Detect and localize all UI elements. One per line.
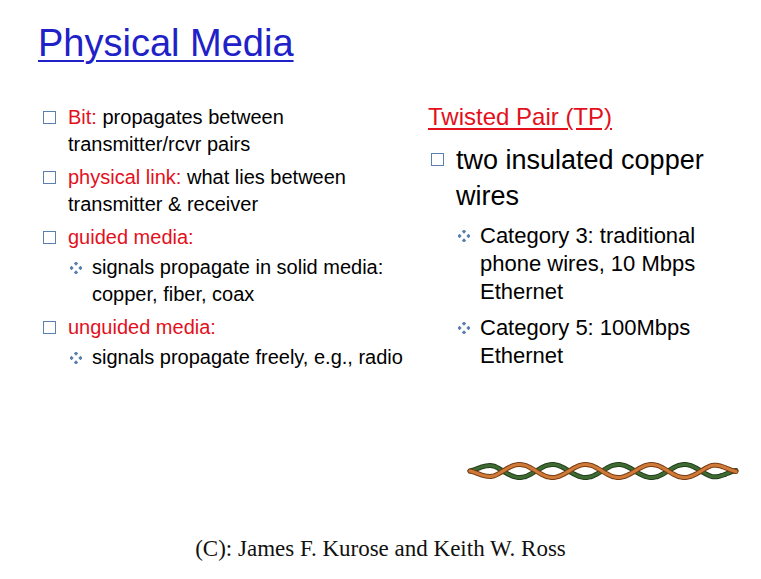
bullet-item: physical link:what lies between transmit… [40, 164, 422, 218]
bullet-text: propagates between transmitter/rcvr pair… [68, 106, 284, 155]
twisted-pair-cable [470, 465, 736, 478]
green-wire-outline [470, 465, 736, 478]
text-column: Bit:propagates between transmitter/rcvr … [40, 104, 422, 371]
diamond-bullet [70, 262, 82, 274]
heading-text: Twisted Pair (TP) [428, 103, 612, 130]
term-text: guided media: [68, 226, 194, 248]
square-bullet [43, 171, 56, 184]
square-bullet [43, 231, 56, 244]
diamond-bullet [458, 230, 470, 242]
bullet-item: guided media: [40, 224, 422, 251]
sub-bullet-item: Category 5: 100Mbps Ethernet [428, 314, 753, 370]
bullet-text: signals propagate freely, e.g., radio [92, 346, 403, 368]
copyright-caption: (C): James F. Kurose and Keith W. Ross [0, 536, 761, 562]
term-text: unguided media: [68, 316, 216, 338]
term-text: Bit: [68, 106, 97, 128]
square-bullet [431, 153, 444, 166]
bullet-text: Category 3: traditional phone wires, 10 … [480, 223, 695, 304]
sub-bullet-item: signals propagate in solid media: copper… [40, 254, 422, 308]
bullet-item: two insulated copper wires [428, 142, 753, 214]
diamond-bullet [458, 322, 470, 334]
square-bullet [43, 111, 56, 124]
copper-wire-outline [470, 465, 736, 478]
bullet-text: two insulated copper wires [456, 145, 704, 211]
term-text: physical link: [68, 166, 181, 188]
text-column: Twisted Pair (TP) two insulated copper wi… [428, 102, 753, 370]
bullet-text: signals propagate in solid media: copper… [92, 256, 383, 305]
square-bullet [43, 321, 56, 334]
sub-bullet-item: Category 3: traditional phone wires, 10 … [428, 222, 753, 306]
bullet-item: Bit:propagates between transmitter/rcvr … [40, 104, 422, 158]
slide-title: Physical Media [38, 22, 294, 65]
sub-bullet-item: signals propagate freely, e.g., radio [40, 344, 422, 371]
section-heading: Twisted Pair (TP) [428, 102, 753, 132]
diamond-bullet [70, 352, 82, 364]
copper-wire [470, 465, 736, 478]
bullet-text: Category 5: 100Mbps Ethernet [480, 315, 690, 368]
bullet-item: unguided media: [40, 314, 422, 341]
green-wire [470, 465, 736, 478]
